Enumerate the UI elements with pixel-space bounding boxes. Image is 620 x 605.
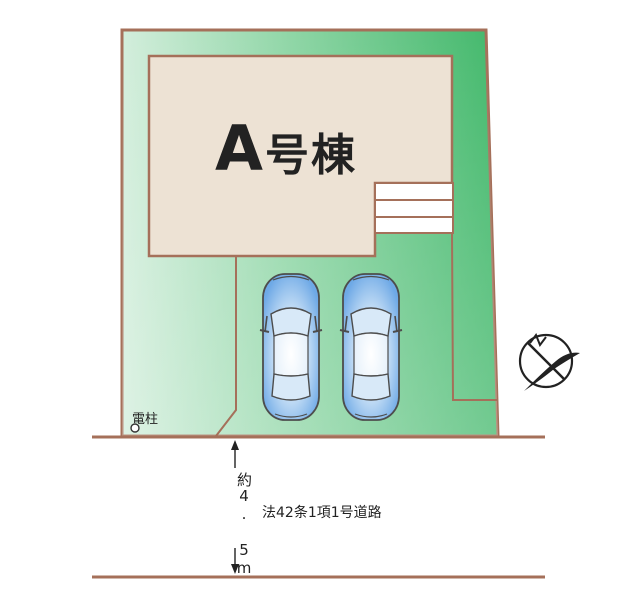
road-width-dimension <box>226 440 244 574</box>
side-path-outline <box>451 231 497 401</box>
north-compass-icon <box>518 332 580 391</box>
utility-pole-label: 電柱 <box>132 412 159 427</box>
building-label: A号棟 <box>215 112 357 185</box>
road-label: 法42条1項1号道路 <box>262 505 382 521</box>
building-label-suffix: 号棟 <box>264 130 357 181</box>
road-width-label: 約4. 5m <box>235 472 253 577</box>
car-icon-1 <box>259 273 323 421</box>
utility-pole-icon <box>130 423 140 433</box>
car-icon-2 <box>339 273 403 421</box>
driveway-outline <box>215 256 237 437</box>
entrance-steps <box>374 182 454 234</box>
building-label-letter: A <box>215 112 265 185</box>
